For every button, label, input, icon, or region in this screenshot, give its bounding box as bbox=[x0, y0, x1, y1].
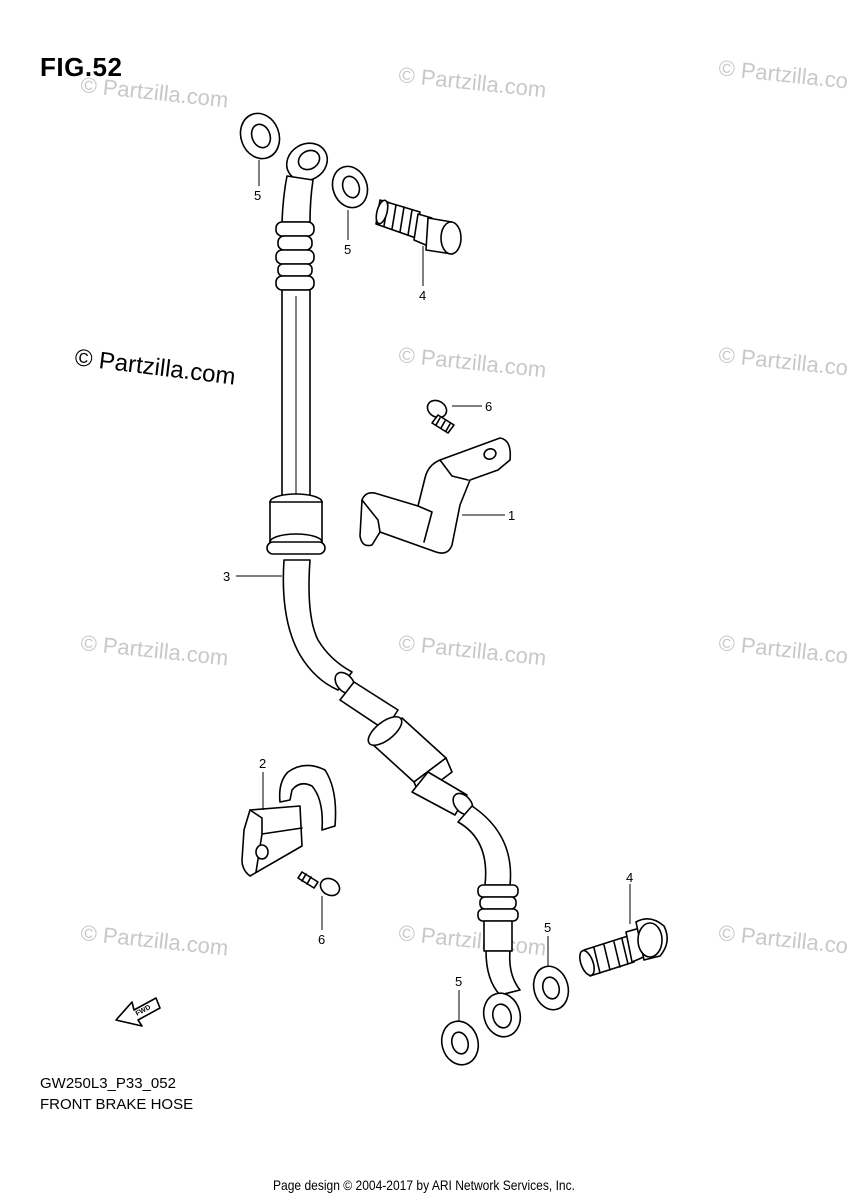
callout-6: 6 bbox=[485, 399, 492, 414]
callout-3: 3 bbox=[223, 569, 230, 584]
clamp-part-2[interactable] bbox=[241, 764, 337, 877]
bolt-part-6-bottom[interactable] bbox=[297, 871, 343, 899]
callout-5: 5 bbox=[344, 242, 351, 257]
watermark: © Partzilla.com bbox=[397, 342, 547, 382]
callout-2: 2 bbox=[259, 756, 266, 771]
bracket-part-1[interactable] bbox=[359, 437, 512, 554]
leader-lines bbox=[236, 160, 631, 1021]
watermark-main: © Partzilla.com bbox=[73, 344, 237, 391]
washer-part-5-bottom-left[interactable] bbox=[437, 1017, 483, 1069]
figure-code: GW250L3_P33_052 bbox=[40, 1075, 176, 1092]
callout-4: 4 bbox=[419, 288, 426, 303]
washer-part-5-top-left[interactable] bbox=[234, 108, 285, 164]
watermark: © Partzilla.com bbox=[79, 630, 229, 670]
callout-5: 5 bbox=[544, 920, 551, 935]
watermark: © Partzilla.com bbox=[397, 62, 547, 102]
bolt-part-6-top[interactable] bbox=[424, 397, 455, 434]
callout-5: 5 bbox=[455, 974, 462, 989]
washer-part-5-top-right[interactable] bbox=[327, 161, 373, 212]
brake-hose-part-3[interactable] bbox=[266, 136, 525, 1041]
washer-part-5-bottom-right[interactable] bbox=[529, 962, 573, 1013]
callout-1: 1 bbox=[508, 508, 515, 523]
watermark: © Partzilla.com bbox=[79, 920, 229, 960]
figure-caption: FRONT BRAKE HOSE bbox=[40, 1096, 194, 1113]
watermark: © Partzilla.com bbox=[397, 920, 547, 960]
callout-4: 4 bbox=[626, 870, 633, 885]
watermark: © Partzilla.com bbox=[717, 342, 848, 382]
watermark: © Partzilla.com bbox=[717, 55, 848, 95]
watermark: © Partzilla.com bbox=[717, 630, 848, 670]
watermark: © Partzilla.com bbox=[717, 920, 848, 960]
union-bolt-part-4-bottom[interactable] bbox=[577, 918, 668, 977]
callouts: 5 5 4 6 1 3 2 6 4 5 5 bbox=[223, 188, 633, 989]
watermark: © Partzilla.com bbox=[79, 72, 229, 112]
watermark: © Partzilla.com bbox=[397, 630, 547, 670]
page-footer: Page design © 2004-2017 by ARI Network S… bbox=[272, 1177, 575, 1193]
callout-5: 5 bbox=[254, 188, 261, 203]
figure-title: FIG.52 bbox=[40, 52, 123, 82]
callout-6: 6 bbox=[318, 932, 325, 947]
forward-arrow-icon: FWD bbox=[115, 997, 161, 1027]
union-bolt-part-4-top[interactable] bbox=[374, 199, 462, 255]
